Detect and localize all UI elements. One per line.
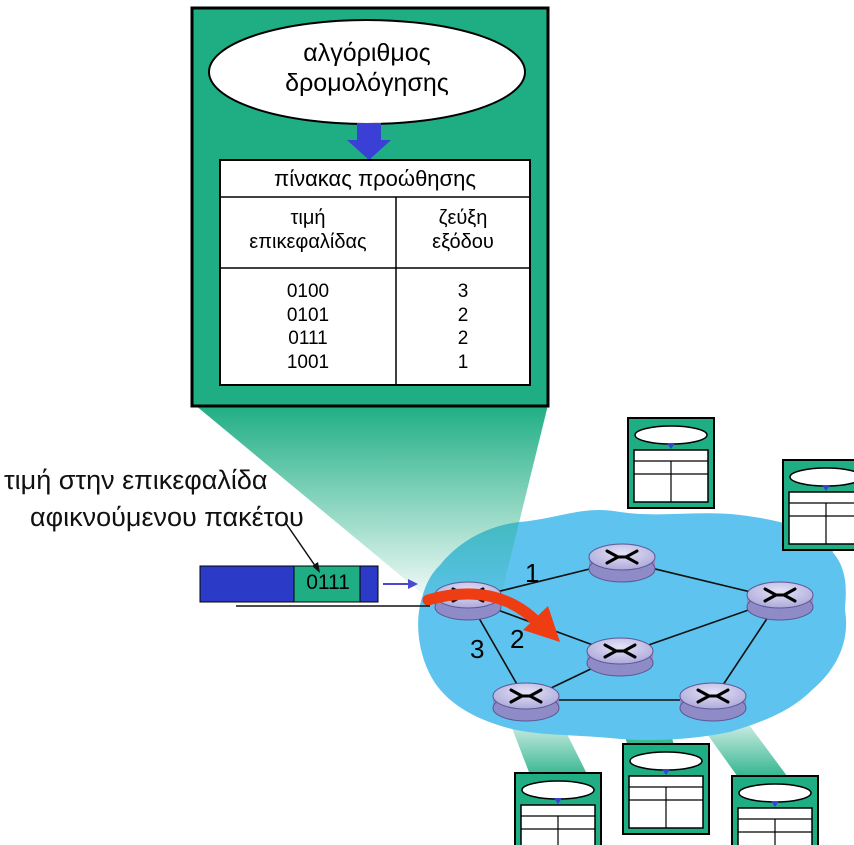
mini-table-right: [782, 459, 854, 551]
beam-main: [195, 405, 548, 600]
table-header-col1-line1: τιμή: [290, 207, 326, 229]
mini-table-bottom-left: [514, 772, 602, 845]
forwarding-arrowhead: [523, 606, 560, 642]
down-arrow-head: [347, 140, 391, 160]
algorithm-label: αλγόριθμος δρομολόγησης: [252, 38, 482, 98]
table-row-link: 2: [457, 304, 469, 326]
table-column-header-values: 0100 0101 0111 1001: [220, 280, 396, 374]
forwarding-arrow: [422, 588, 543, 628]
mini-table-top: [627, 417, 715, 509]
algorithm-label-line2: δρομολόγησης: [285, 69, 449, 97]
packet-header-value: 0111: [306, 571, 350, 594]
router-top: [587, 542, 657, 584]
router-right: [745, 580, 815, 622]
port-label-3: 3: [470, 634, 485, 664]
down-arrow-shaft: [357, 123, 381, 143]
algorithm-label-line1: αλγόριθμος: [303, 39, 431, 67]
packet-annotation: τιμή στην επικεφαλίδα αφικνούμενου πακέτ…: [4, 462, 304, 536]
table-row-value: 0101: [286, 304, 330, 326]
table-header-col2-line1: ζεύξη: [438, 207, 488, 229]
port-label-2: 2: [510, 624, 525, 654]
table-row-link: 1: [457, 351, 469, 373]
table-row-value: 1001: [286, 351, 330, 373]
mini-table-bottom-right: [731, 775, 819, 845]
packet-annotation-line1: τιμή στην επικεφαλίδα: [4, 465, 268, 495]
table-header-output-link: ζεύξη εξόδου: [396, 206, 530, 254]
network-cloud: [418, 509, 847, 740]
router-center: [585, 636, 655, 678]
table-column-output-links: 3 2 2 1: [396, 280, 530, 374]
table-header-col1-line2: επικεφαλίδας: [249, 231, 367, 253]
table-header-col2-line2: εξόδου: [432, 231, 494, 253]
router-bottom-right: [678, 681, 748, 723]
annotation-pointer: [284, 521, 319, 571]
packet-annotation-line2: αφικνούμενου πακέτου: [30, 502, 304, 532]
table-header-header-value: τιμή επικεφαλίδας: [220, 206, 396, 254]
table-row-value: 0100: [286, 281, 330, 302]
packet-header: [293, 565, 361, 603]
port-label-1: 1: [525, 558, 540, 588]
table-row-value: 0111: [288, 328, 328, 349]
forwarding-table-title: πίνακας προώθησης: [274, 166, 476, 191]
mini-table-bottom-center: [622, 743, 710, 835]
table-row-link: 3: [457, 281, 469, 302]
router-bottom-left: [491, 681, 561, 723]
table-row-link: 2: [457, 328, 469, 349]
